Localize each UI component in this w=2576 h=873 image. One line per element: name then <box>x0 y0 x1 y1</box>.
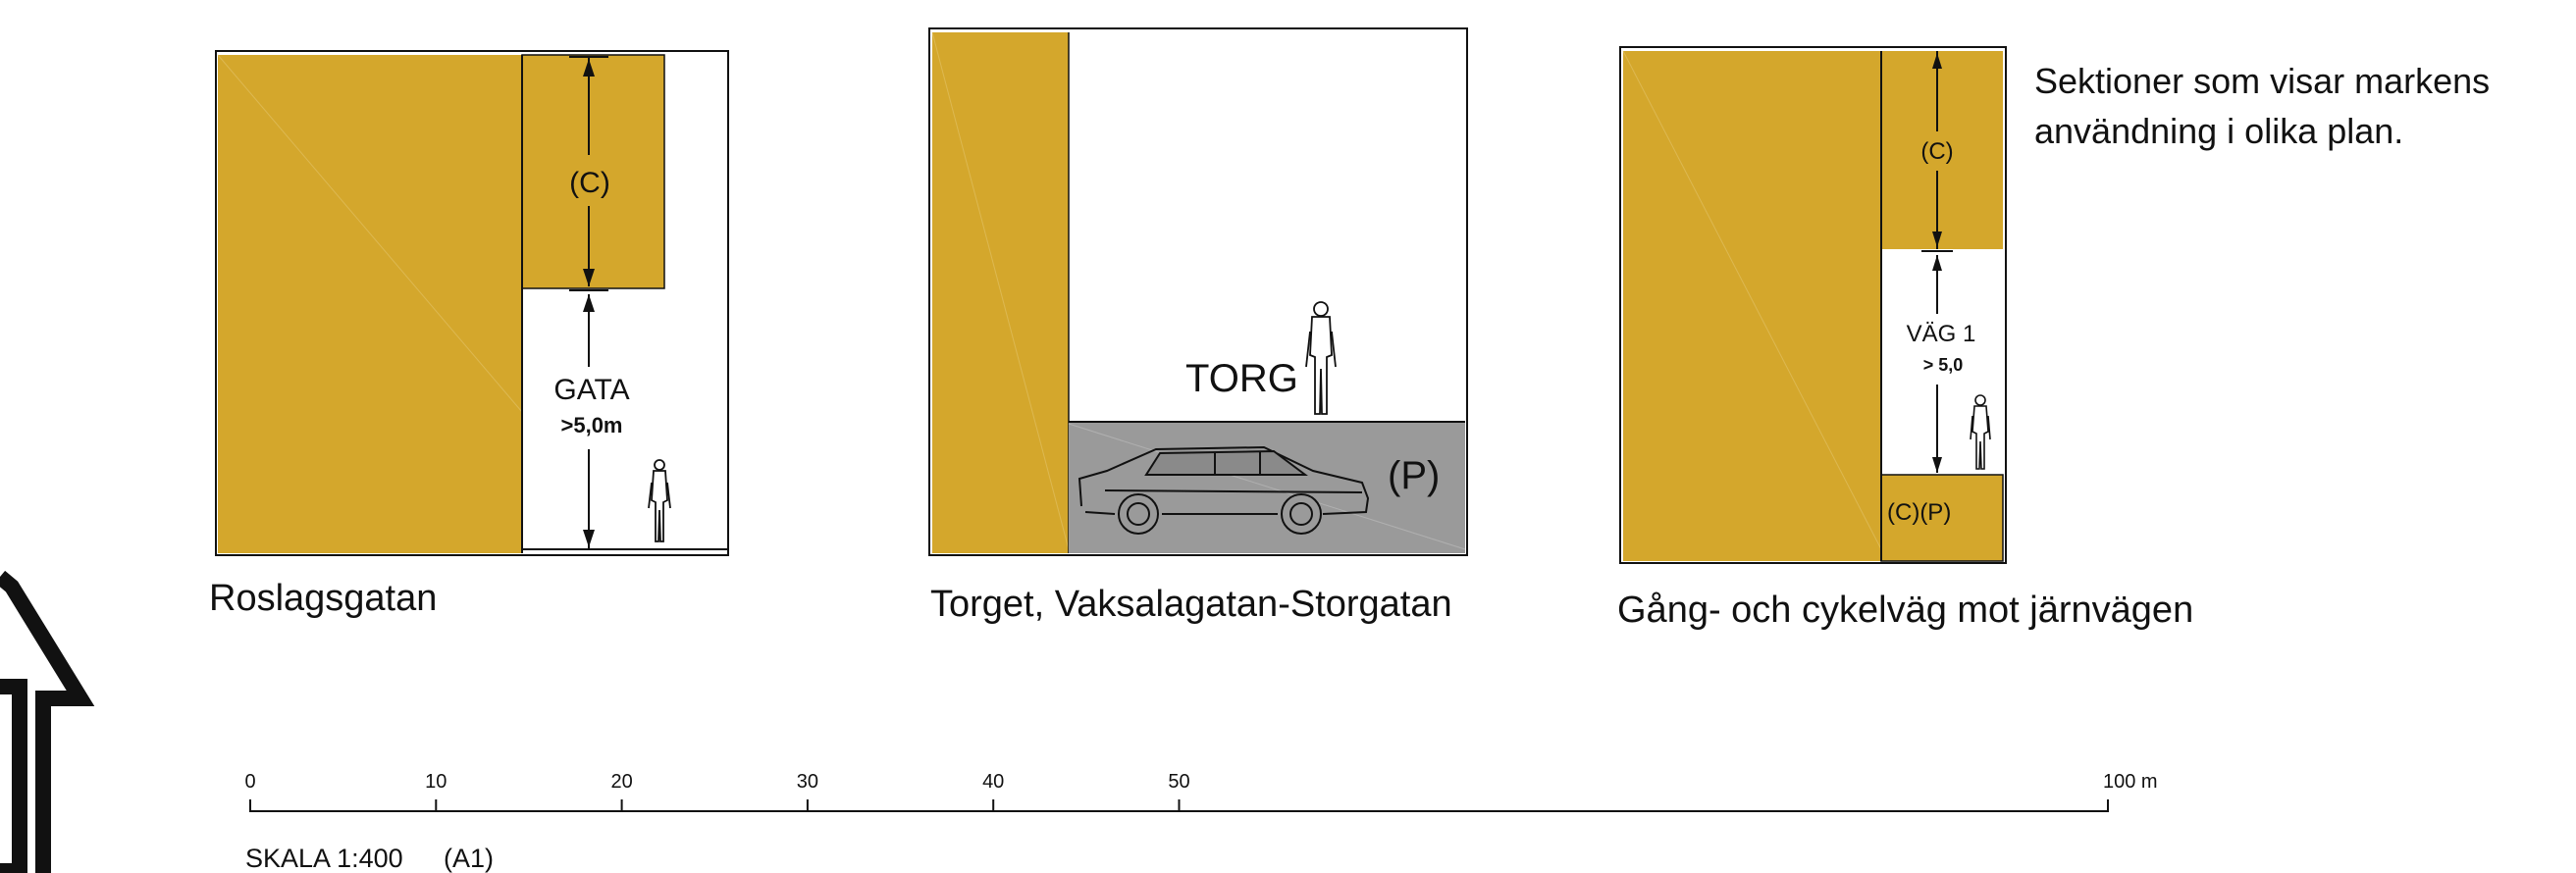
building-mass-left <box>1623 51 1881 561</box>
scale-tick-label: 10 <box>425 771 447 793</box>
person-icon <box>1305 301 1337 415</box>
description-line-1: Sektioner som visar markens <box>2034 61 2490 101</box>
scale-tick-label: 30 <box>797 771 818 793</box>
scale-paper-label: (A1) <box>444 844 494 873</box>
section-roslagsgatan: (C) GATA >5,0m Roslagsgatan <box>209 50 729 619</box>
section-gang-cykelvag: (C) VÄG 1 > 5,0 (C)(P) Gång- och cykelvä… <box>1617 46 2193 631</box>
upper-use-label: (C) <box>569 167 610 199</box>
building-mass-left <box>218 55 522 553</box>
description-line-2: användning i olika plan. <box>2034 111 2403 151</box>
road-label: VÄG 1 <box>1907 321 1976 347</box>
scale-tick-label: 20 <box>610 771 632 793</box>
parking-label: (P) <box>1388 454 1440 497</box>
car-icon <box>1078 445 1370 535</box>
scale-tick-label: 100 m <box>2103 771 2158 793</box>
north-arrow-icon <box>0 570 95 873</box>
street-label: GATA <box>553 374 629 406</box>
person-icon <box>1970 394 1991 470</box>
scale-tick-label: 0 <box>244 771 255 793</box>
street-width-label: >5,0m <box>561 413 623 437</box>
scale-tick-label: 50 <box>1168 771 1189 793</box>
section-torget: TORG (P) Torget, Vaksalagatan-Storgatan <box>928 27 1468 625</box>
section-title: Gång- och cykelväg mot järnvägen <box>1617 590 2193 631</box>
person-icon <box>648 459 671 542</box>
building-mass-lower <box>1880 474 2004 562</box>
scale-tick-label: 40 <box>982 771 1004 793</box>
section-title: Roslagsgatan <box>209 578 437 619</box>
section-title: Torget, Vaksalagatan-Storgatan <box>930 584 1452 625</box>
upper-use-label: (C) <box>1920 138 1953 165</box>
road-width-label: > 5,0 <box>1923 355 1964 375</box>
scale-bar: 0 10 20 30 40 50 100 m SKALA 1:400 (A1) <box>244 771 2157 873</box>
scale-label: SKALA 1:400 <box>245 844 403 873</box>
lower-use-label: (C)(P) <box>1887 499 1951 526</box>
square-label: TORG <box>1185 357 1298 400</box>
